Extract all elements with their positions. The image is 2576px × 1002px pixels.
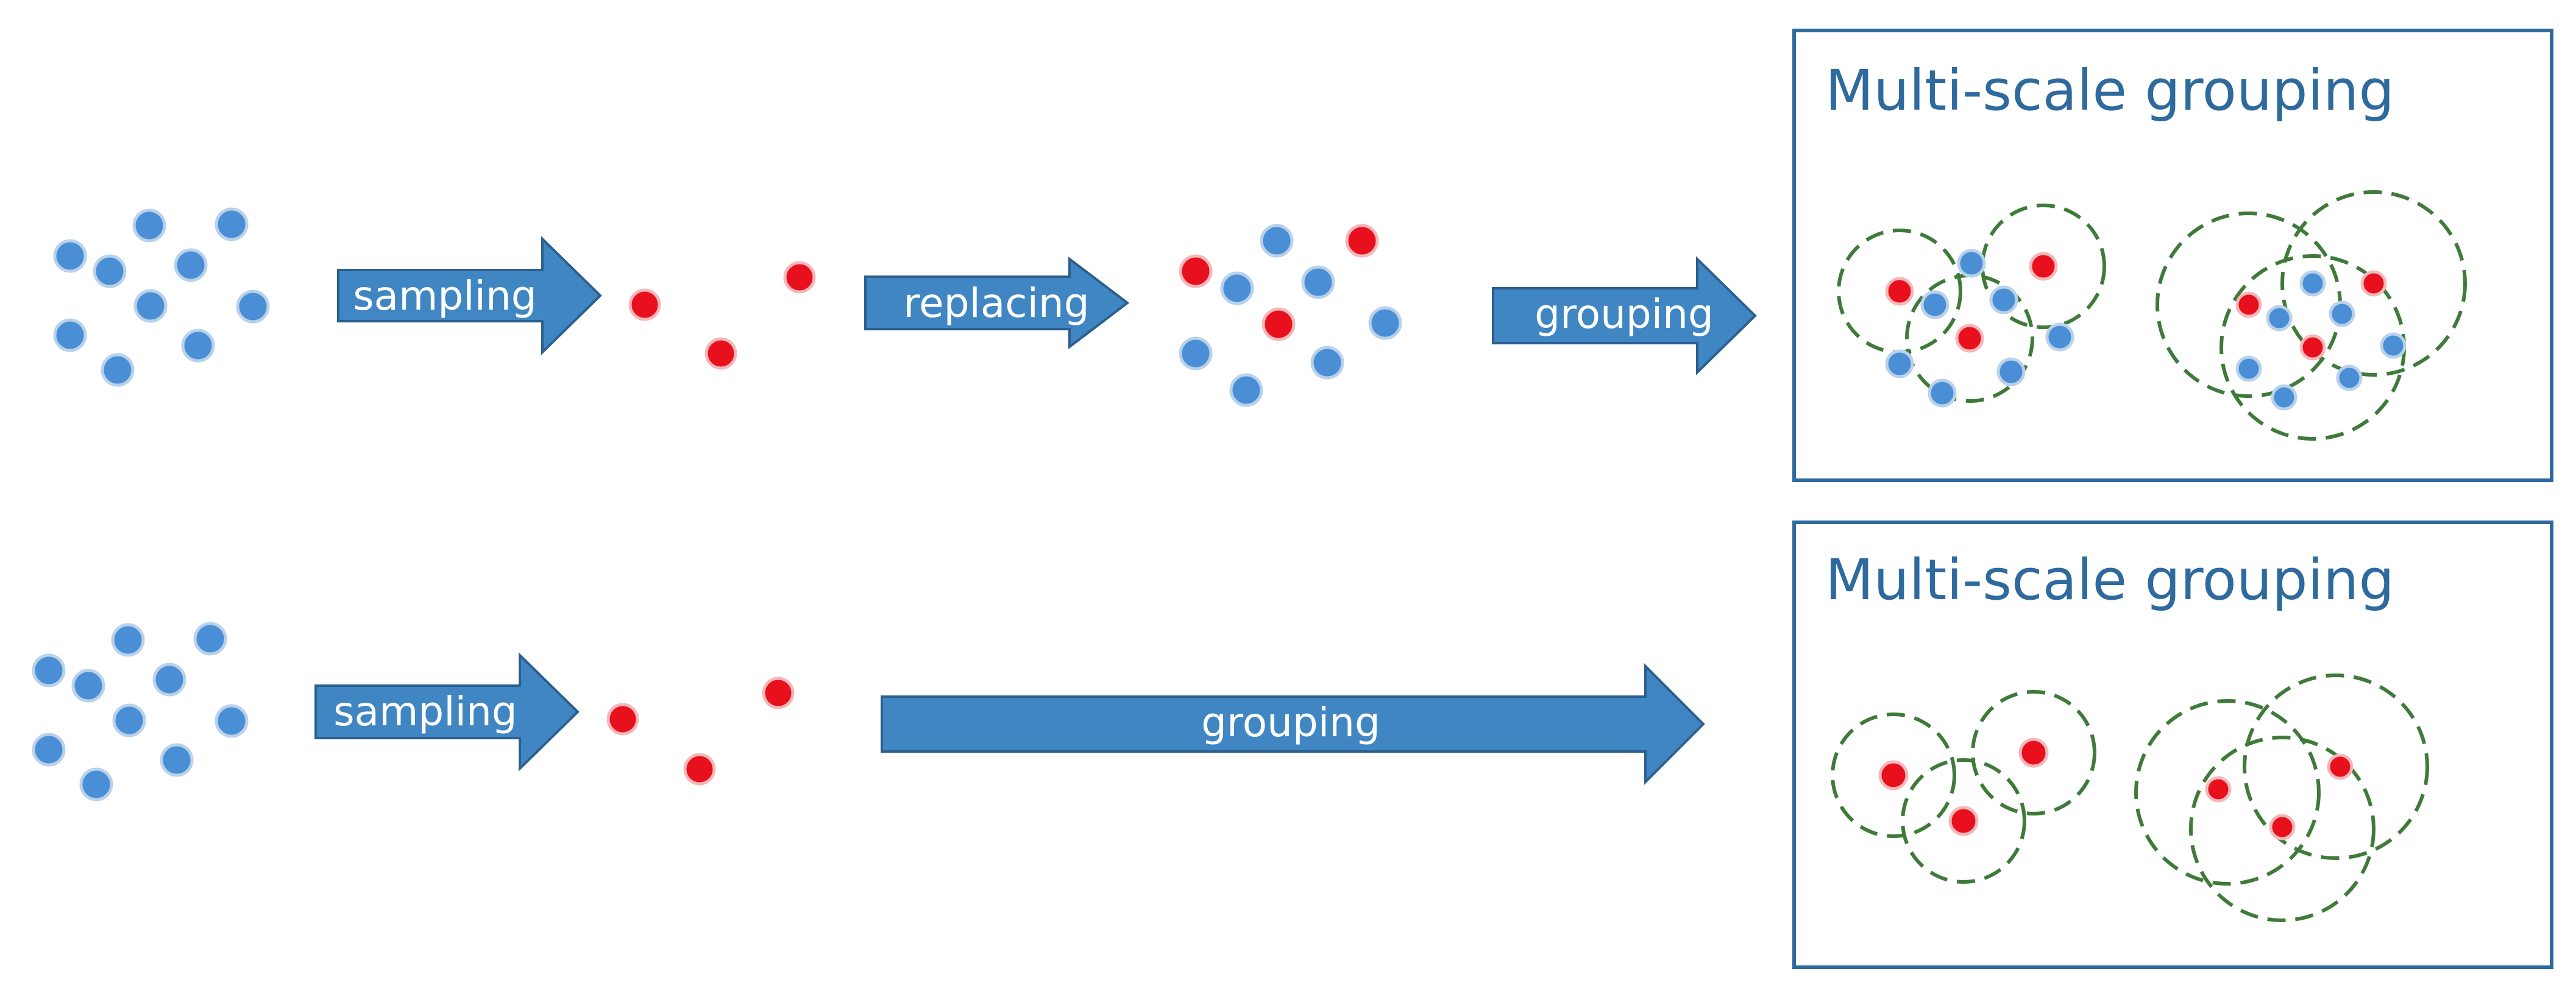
blue-point xyxy=(1260,224,1294,258)
blue-point xyxy=(79,767,113,801)
red-point xyxy=(1885,277,1914,306)
red-point xyxy=(2029,252,2058,281)
bottom-sampled-points xyxy=(606,677,795,786)
top-input-point-cloud xyxy=(53,207,270,387)
top-panel-title: Multi-scale grouping xyxy=(1825,58,2394,123)
grouping-ring xyxy=(2189,736,2376,922)
top-sampled-points xyxy=(628,261,816,370)
blue-point xyxy=(193,622,227,656)
red-point xyxy=(683,753,716,786)
blue-point xyxy=(132,208,166,243)
blue-point xyxy=(160,743,194,777)
bottom-sampling-arrow: sampling xyxy=(314,652,580,772)
red-point xyxy=(762,677,795,709)
blue-point xyxy=(32,653,66,688)
red-point xyxy=(606,703,639,736)
blue-point xyxy=(174,248,208,282)
bottom-panel-cluster-small xyxy=(1831,690,2096,884)
top-replacing-label: replacing xyxy=(903,280,1089,327)
bottom-panel-title: Multi-scale grouping xyxy=(1825,547,2394,613)
grouping-ring xyxy=(2134,699,2321,886)
top-replacing-arrow: replacing xyxy=(864,256,1130,350)
blue-point xyxy=(32,733,66,767)
red-point xyxy=(704,337,737,370)
top-grouping-arrow: grouping xyxy=(1492,256,1757,375)
blue-point xyxy=(133,289,168,323)
blue-point xyxy=(1957,249,1986,278)
red-point xyxy=(783,261,816,294)
top-sampling-label: sampling xyxy=(353,272,536,319)
bottom-row: sampling grouping Multi-scale grouping xyxy=(32,521,2553,969)
blue-point xyxy=(93,254,127,288)
grouping-ring xyxy=(1901,758,2026,884)
red-point xyxy=(2235,291,2262,318)
blue-point xyxy=(2271,384,2297,411)
blue-point xyxy=(2336,364,2363,391)
blue-point xyxy=(236,290,270,324)
blue-point xyxy=(1220,271,1254,305)
blue-point xyxy=(1996,357,2026,386)
red-point xyxy=(2269,814,2296,840)
blue-point xyxy=(2329,300,2355,327)
grouping-ring xyxy=(1831,712,1956,838)
red-point xyxy=(2018,737,2049,768)
blue-point xyxy=(53,318,87,352)
blue-point xyxy=(1920,290,1950,319)
red-point xyxy=(1345,224,1379,258)
grouping-ring xyxy=(1971,690,2096,815)
red-point xyxy=(1955,324,1984,353)
grouping-ring xyxy=(2280,190,2467,377)
blue-point xyxy=(2235,355,2262,382)
top-panel-cluster-large xyxy=(2156,190,2467,441)
blue-point xyxy=(181,329,215,363)
bottom-input-point-cloud xyxy=(32,622,249,801)
bottom-sampling-label: sampling xyxy=(333,688,517,735)
blue-point xyxy=(215,704,249,738)
blue-point xyxy=(1301,265,1335,299)
top-sampling-arrow: sampling xyxy=(337,236,602,355)
red-point xyxy=(2299,334,2326,361)
blue-point xyxy=(111,623,145,657)
red-point xyxy=(1261,307,1296,341)
blue-point xyxy=(1229,373,1263,407)
top-result-panel: Multi-scale grouping xyxy=(1792,29,2553,482)
red-point xyxy=(1948,806,1979,836)
grouping-ring xyxy=(1981,204,2106,329)
blue-point xyxy=(112,703,146,737)
blue-point xyxy=(215,207,249,241)
blue-point xyxy=(152,663,186,697)
red-point xyxy=(2360,270,2387,297)
top-grouping-label: grouping xyxy=(1535,291,1714,338)
red-point xyxy=(2327,753,2354,780)
blue-point xyxy=(1310,346,1344,380)
bottom-panel-cluster-large xyxy=(2134,673,2429,922)
blue-point xyxy=(2299,270,2326,297)
blue-point xyxy=(2380,332,2407,359)
blue-point xyxy=(71,669,105,703)
blue-point xyxy=(1928,378,1957,408)
red-point xyxy=(1179,254,1213,288)
blue-point xyxy=(2266,305,2293,332)
bottom-grouping-arrow: grouping xyxy=(881,663,1705,785)
bottom-result-panel: Multi-scale grouping xyxy=(1792,521,2553,969)
blue-point xyxy=(101,353,135,387)
top-panel-cluster-small xyxy=(1837,204,2106,408)
red-point xyxy=(1878,760,1909,791)
red-point xyxy=(628,288,661,321)
blue-point xyxy=(1885,349,1914,378)
blue-point xyxy=(53,239,87,273)
red-point xyxy=(2205,776,2232,803)
blue-point xyxy=(1179,336,1213,371)
top-replaced-point-cloud xyxy=(1179,224,1402,407)
blue-point xyxy=(1989,285,2018,314)
bottom-grouping-label: grouping xyxy=(1201,699,1380,746)
blue-point xyxy=(2045,322,2074,352)
blue-point xyxy=(1368,306,1402,340)
top-row: sampling replacing xyxy=(53,29,2553,482)
grouping-ring xyxy=(2243,673,2429,860)
